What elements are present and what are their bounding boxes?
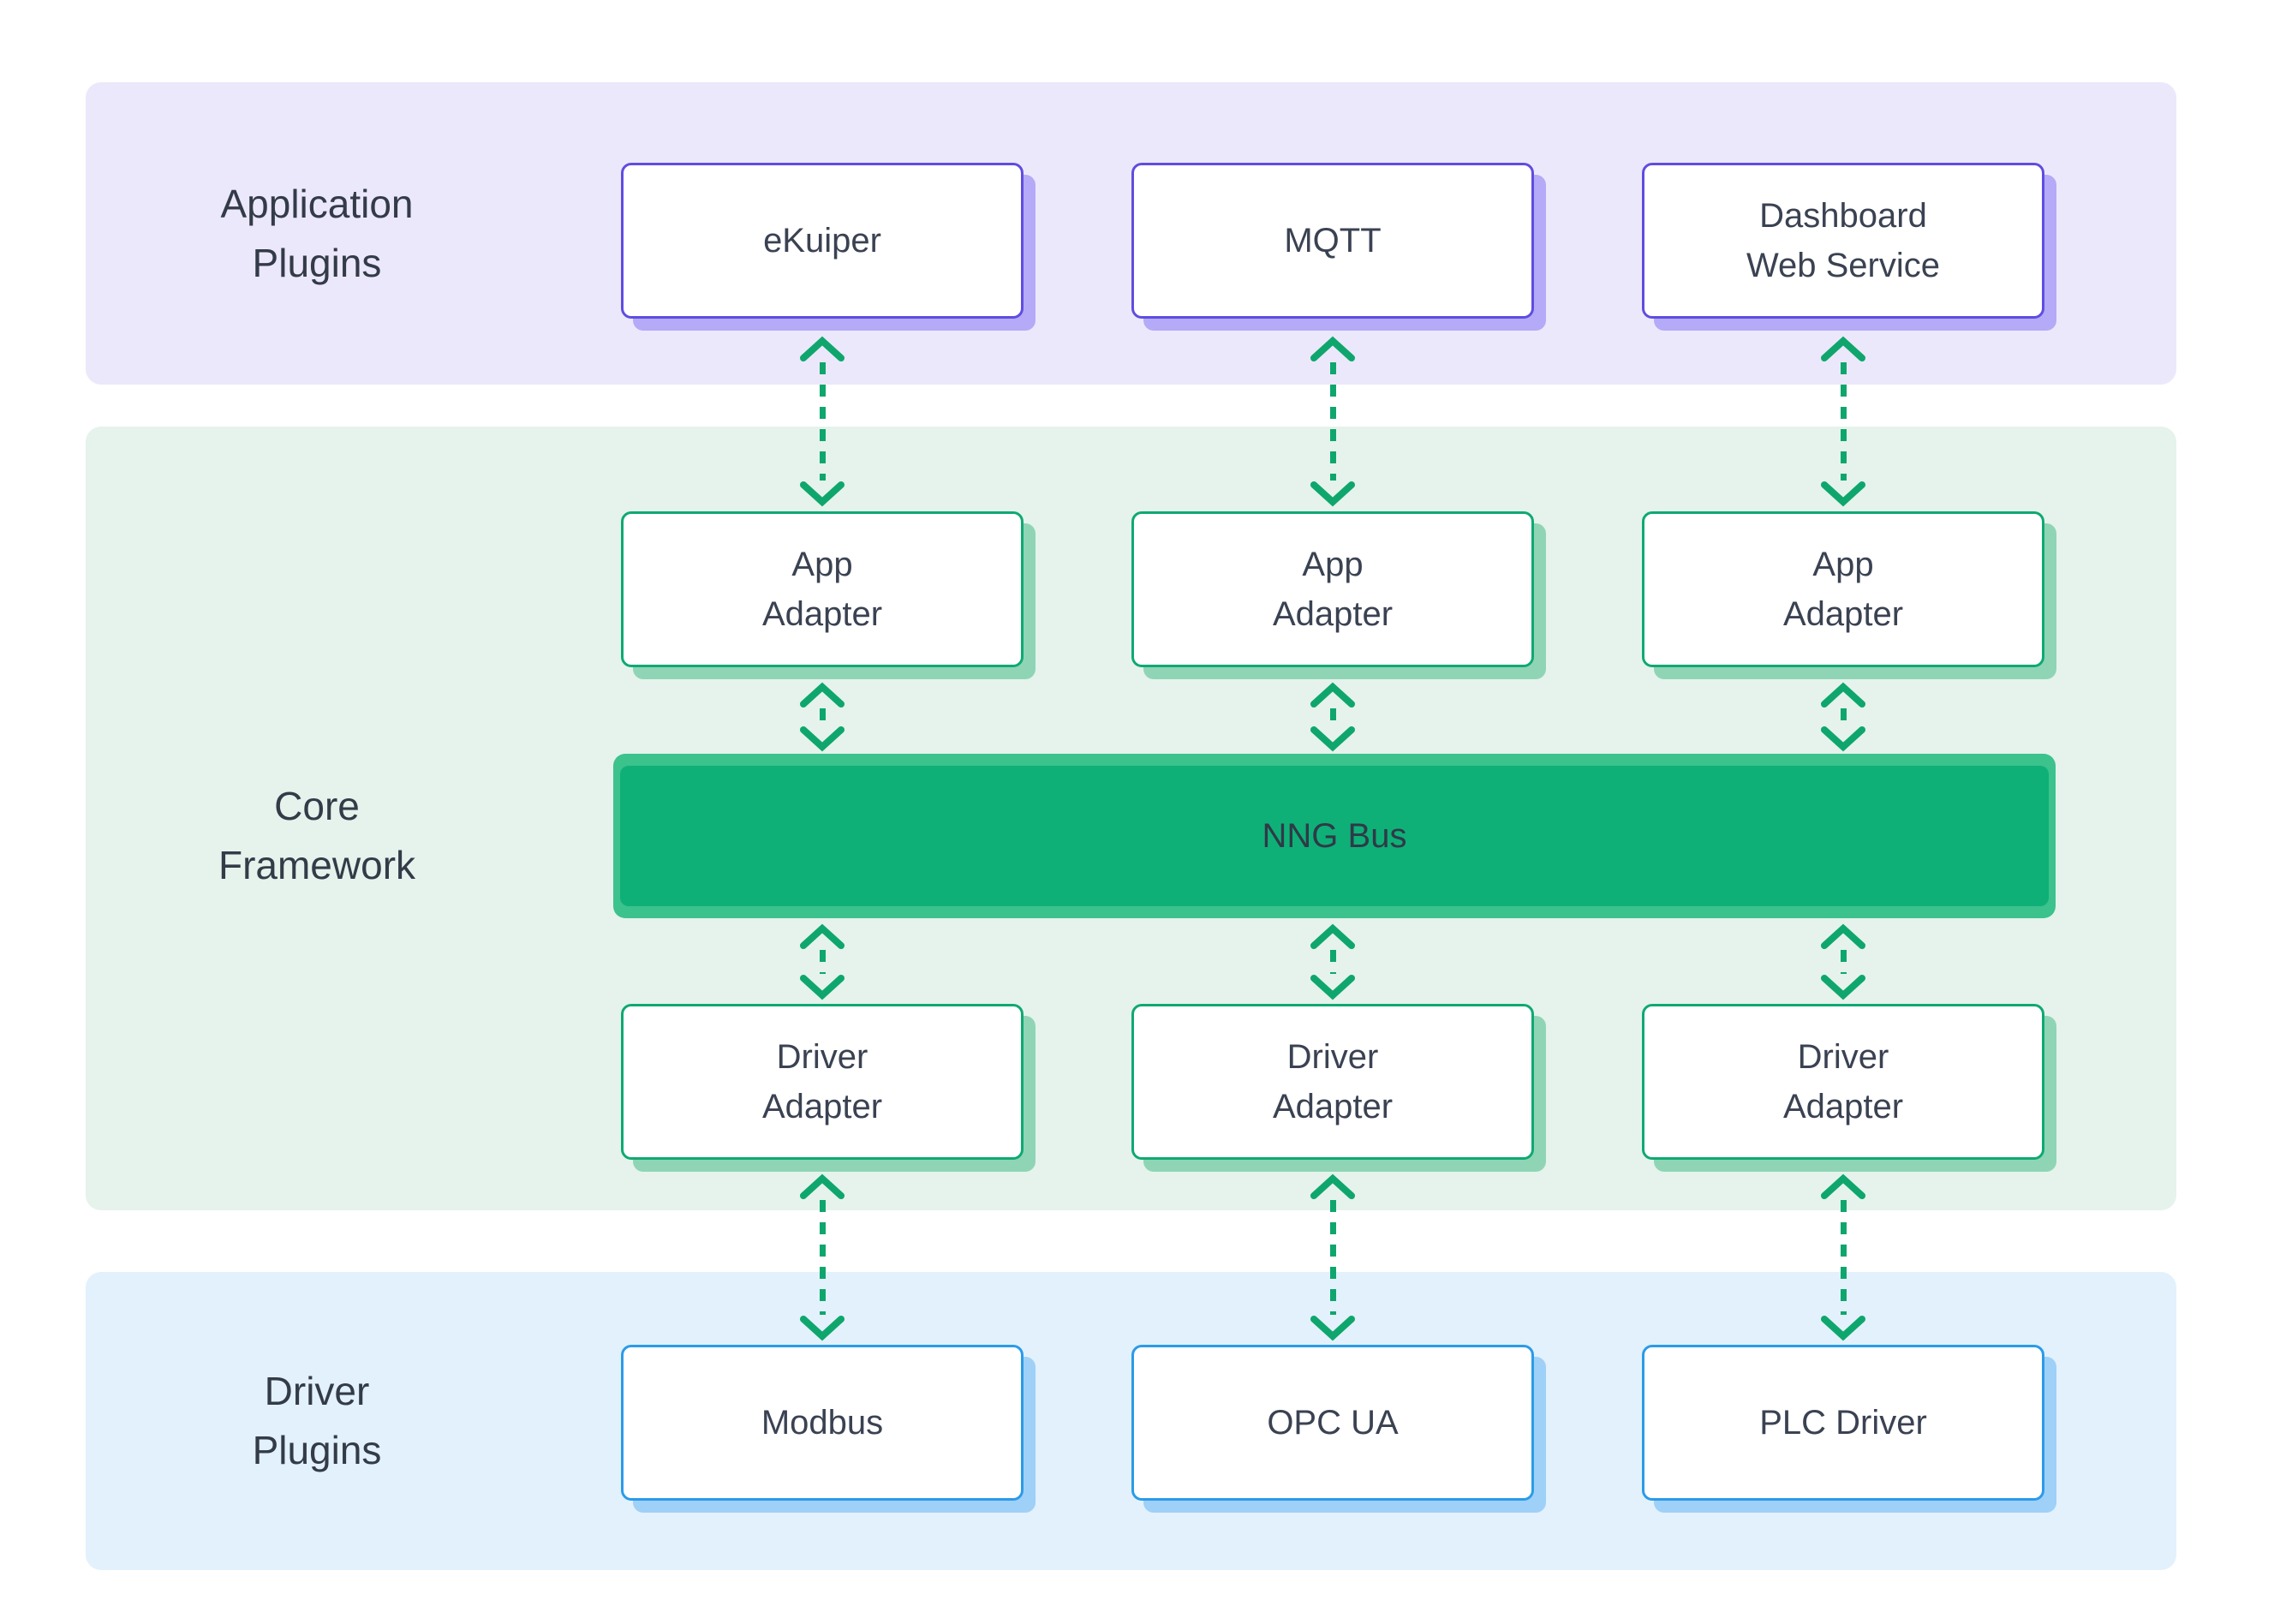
chevron-up-icon	[1310, 682, 1355, 708]
node-app-adapter-1: App Adapter	[621, 511, 1024, 667]
chevron-up-icon	[1310, 336, 1355, 361]
node-mqtt: MQTT	[1131, 163, 1534, 319]
bidirectional-arrow	[1309, 336, 1357, 507]
chevron-down-icon	[1310, 1316, 1355, 1341]
chevron-down-icon	[1821, 481, 1865, 507]
dashed-line	[1840, 708, 1847, 725]
chevron-up-icon	[1821, 682, 1865, 708]
bidirectional-arrow	[1309, 1173, 1357, 1341]
dashed-line	[819, 708, 826, 725]
bidirectional-arrow	[1819, 923, 1867, 1000]
dashed-line	[1329, 950, 1336, 974]
chevron-down-icon	[800, 726, 845, 752]
chevron-down-icon	[1310, 726, 1355, 752]
chevron-up-icon	[1310, 1173, 1355, 1199]
bidirectional-arrow	[798, 336, 846, 507]
chevron-down-icon	[1310, 975, 1355, 1000]
bidirectional-arrow	[1309, 682, 1357, 752]
node-app-adapter-2: App Adapter	[1131, 511, 1534, 667]
dashed-line	[819, 1200, 826, 1315]
dashed-line	[1840, 950, 1847, 974]
chevron-up-icon	[800, 682, 845, 708]
nng-bus-bar: NNG Bus	[620, 766, 2049, 906]
nng-bus-outline: NNG Bus	[613, 754, 2056, 918]
bidirectional-arrow	[1819, 1173, 1867, 1341]
node-modbus: Modbus	[621, 1345, 1024, 1501]
chevron-down-icon	[800, 1316, 845, 1341]
label-driver-plugins: Driver Plugins	[252, 1369, 382, 1472]
chevron-up-icon	[1821, 336, 1865, 361]
chevron-down-icon	[800, 481, 845, 507]
chevron-up-icon	[1310, 923, 1355, 949]
chevron-up-icon	[1821, 923, 1865, 949]
node-app-adapter-3: App Adapter	[1642, 511, 2044, 667]
bidirectional-arrow	[798, 1173, 846, 1341]
dashed-line	[1329, 1200, 1336, 1315]
chevron-up-icon	[800, 336, 845, 361]
dashed-line	[819, 950, 826, 974]
bidirectional-arrow	[1309, 923, 1357, 1000]
label-core-framework: Core Framework	[218, 784, 416, 887]
label-application-plugins: Application Plugins	[220, 181, 414, 285]
dashed-line	[1840, 362, 1847, 481]
chevron-down-icon	[800, 975, 845, 1000]
node-driver-adapter-2: Driver Adapter	[1131, 1004, 1534, 1160]
chevron-down-icon	[1310, 481, 1355, 507]
chevron-up-icon	[1821, 1173, 1865, 1199]
node-opc-ua: OPC UA	[1131, 1345, 1534, 1501]
chevron-up-icon	[800, 923, 845, 949]
bidirectional-arrow	[1819, 336, 1867, 507]
node-dashboard-web-service: Dashboard Web Service	[1642, 163, 2044, 319]
bidirectional-arrow	[798, 923, 846, 1000]
dashed-line	[819, 362, 826, 481]
chevron-down-icon	[1821, 975, 1865, 1000]
dashed-line	[1840, 1200, 1847, 1315]
dashed-line	[1329, 362, 1336, 481]
chevron-up-icon	[800, 1173, 845, 1199]
dashed-line	[1329, 708, 1336, 725]
bidirectional-arrow	[798, 682, 846, 752]
node-driver-adapter-1: Driver Adapter	[621, 1004, 1024, 1160]
node-driver-adapter-3: Driver Adapter	[1642, 1004, 2044, 1160]
chevron-down-icon	[1821, 1316, 1865, 1341]
node-ekuiper: eKuiper	[621, 163, 1024, 319]
node-plc-driver: PLC Driver	[1642, 1345, 2044, 1501]
bidirectional-arrow	[1819, 682, 1867, 752]
chevron-down-icon	[1821, 726, 1865, 752]
